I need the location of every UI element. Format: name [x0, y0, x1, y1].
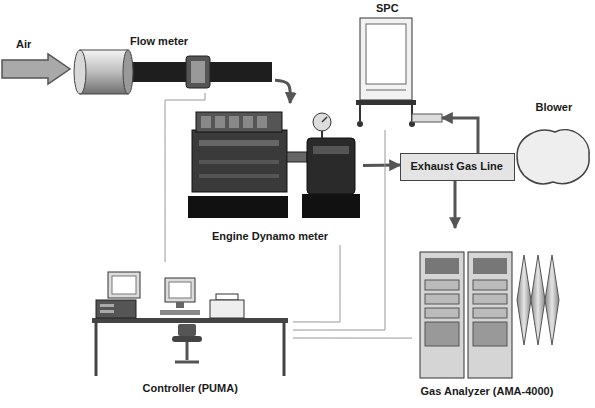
- gas-analyzer-illustration-part: [420, 252, 464, 378]
- controller-illustration-part: [160, 310, 200, 315]
- engine-dynamometer-illustration-part: [196, 112, 282, 132]
- spc-illustration-part: [366, 90, 406, 91]
- engine-dynamometer-illustration-part: [199, 160, 279, 164]
- node-label: Blower: [536, 101, 573, 114]
- engine-dynamometer-illustration-part: [199, 174, 279, 178]
- gas-analyzer-illustration-part: [473, 280, 507, 290]
- gas-analyzer-illustration-part: [473, 294, 507, 304]
- controller-illustration-part: [186, 342, 189, 360]
- exhaust-pipe-box: Exhaust Gas Line: [400, 153, 515, 181]
- arrow-shape: [2, 38, 72, 90]
- signal-wire: [293, 338, 412, 339]
- controller-illustration-part: [165, 278, 195, 302]
- node-label: Engine Dynamo meter: [212, 230, 328, 243]
- controller-illustration-part: [216, 294, 238, 300]
- spc-illustration-part: [366, 24, 406, 84]
- engine-dynamometer-illustration-part: [229, 116, 239, 128]
- controller-illustration-part: [210, 300, 244, 318]
- spc-illustration: [356, 18, 442, 127]
- engine-dynamometer-illustration-part: [215, 116, 225, 128]
- gas-analyzer-illustration-part: [425, 308, 459, 318]
- engine-dynamometer-illustration-part: [192, 130, 287, 192]
- engine-dynamometer-illustration-part: [321, 131, 323, 138]
- engine-dynamometer-illustration-part: [243, 116, 253, 128]
- gas-analyzer-illustration-part: [531, 255, 545, 345]
- spc-illustration-part: [357, 121, 363, 127]
- controller-illustration-part: [96, 300, 136, 318]
- gas-analyzer-illustration-part: [517, 255, 531, 345]
- flow-arrow: [363, 164, 400, 167]
- gas-analyzer-illustration-part: [425, 294, 459, 304]
- spc-illustration-part: [360, 18, 412, 100]
- gas-analyzer-illustration-part: [473, 322, 507, 346]
- flow-arrow: [275, 80, 290, 103]
- flow-meter-illustration-part: [123, 50, 133, 94]
- engine-dynamometer-illustration: [188, 112, 360, 218]
- blower: Blower: [515, 100, 593, 185]
- controller-illustration: [92, 272, 288, 376]
- controller-illustration-part: [100, 310, 114, 313]
- controller-illustration-part: [172, 336, 202, 342]
- node-label: SPC: [376, 2, 399, 15]
- controller-illustration-part: [178, 324, 196, 336]
- controller-illustration-part: [176, 302, 184, 308]
- flow-meter-illustration-part: [74, 50, 86, 94]
- gas-analyzer-illustration-part: [468, 252, 512, 378]
- controller: Controller (PUMA): [88, 262, 293, 397]
- engine-dynamometer-illustration-part: [257, 116, 267, 128]
- controller-illustration-part: [283, 323, 286, 376]
- engine-dynamometer-illustration-part: [201, 116, 211, 128]
- engine-dynamometer-illustration-part: [313, 113, 331, 131]
- flow-arrow: [442, 118, 478, 153]
- engine-dynamometer: Engine Dynamo meter: [178, 103, 363, 245]
- gas-analyzer-illustration: [420, 252, 559, 378]
- node-label: Gas Analyzer (AMA-4000): [421, 385, 554, 398]
- engine-dynamometer-illustration-part: [188, 196, 288, 218]
- blower-outline: [517, 130, 589, 184]
- flow-meter-illustration: [74, 50, 272, 94]
- gas-analyzer-illustration-part: [425, 280, 459, 290]
- engine-dynamometer-illustration-part: [199, 140, 279, 146]
- spc-illustration-part: [356, 100, 416, 105]
- engine-dynamometer-illustration-part: [307, 138, 355, 194]
- controller-illustration-part: [112, 276, 136, 294]
- controller-illustration-part: [95, 323, 98, 376]
- node-label: Flow meter: [130, 35, 188, 48]
- engine-dynamometer-illustration-part: [313, 146, 349, 154]
- engine-dynamometer-illustration-part: [322, 117, 327, 122]
- gas-analyzer-illustration-part: [425, 258, 459, 274]
- inlet-arrow: Air: [2, 38, 72, 90]
- gas-analyzer-illustration-part: [473, 308, 507, 318]
- node-label: Air: [16, 38, 31, 51]
- flow-meter: Flow meter: [75, 35, 275, 93]
- arrow-outline: [2, 54, 70, 84]
- flow-meter-illustration-part: [186, 56, 210, 88]
- controller-illustration-part: [92, 318, 288, 323]
- controller-illustration-part: [108, 272, 140, 298]
- spc-illustration-part: [412, 114, 442, 122]
- gas-analyzer-illustration-part: [545, 255, 559, 345]
- gas-analyzer-illustration-part: [473, 258, 507, 274]
- engine-dynamometer-illustration-part: [287, 152, 307, 162]
- spc-illustration-part: [359, 105, 361, 121]
- node-label: Controller (PUMA): [143, 382, 238, 395]
- flow-arrow: [453, 181, 456, 228]
- node-label: Exhaust Gas Line: [411, 160, 503, 173]
- signal-wire: [293, 245, 340, 322]
- controller-illustration-part: [100, 304, 114, 307]
- engine-dynamometer-illustration-part: [302, 194, 360, 218]
- gas-analyzer-illustration-part: [425, 322, 459, 346]
- controller-illustration-part: [175, 361, 199, 364]
- controller-illustration-part: [169, 282, 191, 298]
- flow-meter-illustration-part: [191, 61, 205, 83]
- flow-meter-illustration-part: [80, 50, 128, 94]
- gas-analyzer: Gas Analyzer (AMA-4000): [412, 228, 562, 400]
- signal-wire: [165, 93, 205, 262]
- flow-meter-illustration-part: [128, 62, 272, 82]
- spc-unit: SPC: [352, 2, 442, 130]
